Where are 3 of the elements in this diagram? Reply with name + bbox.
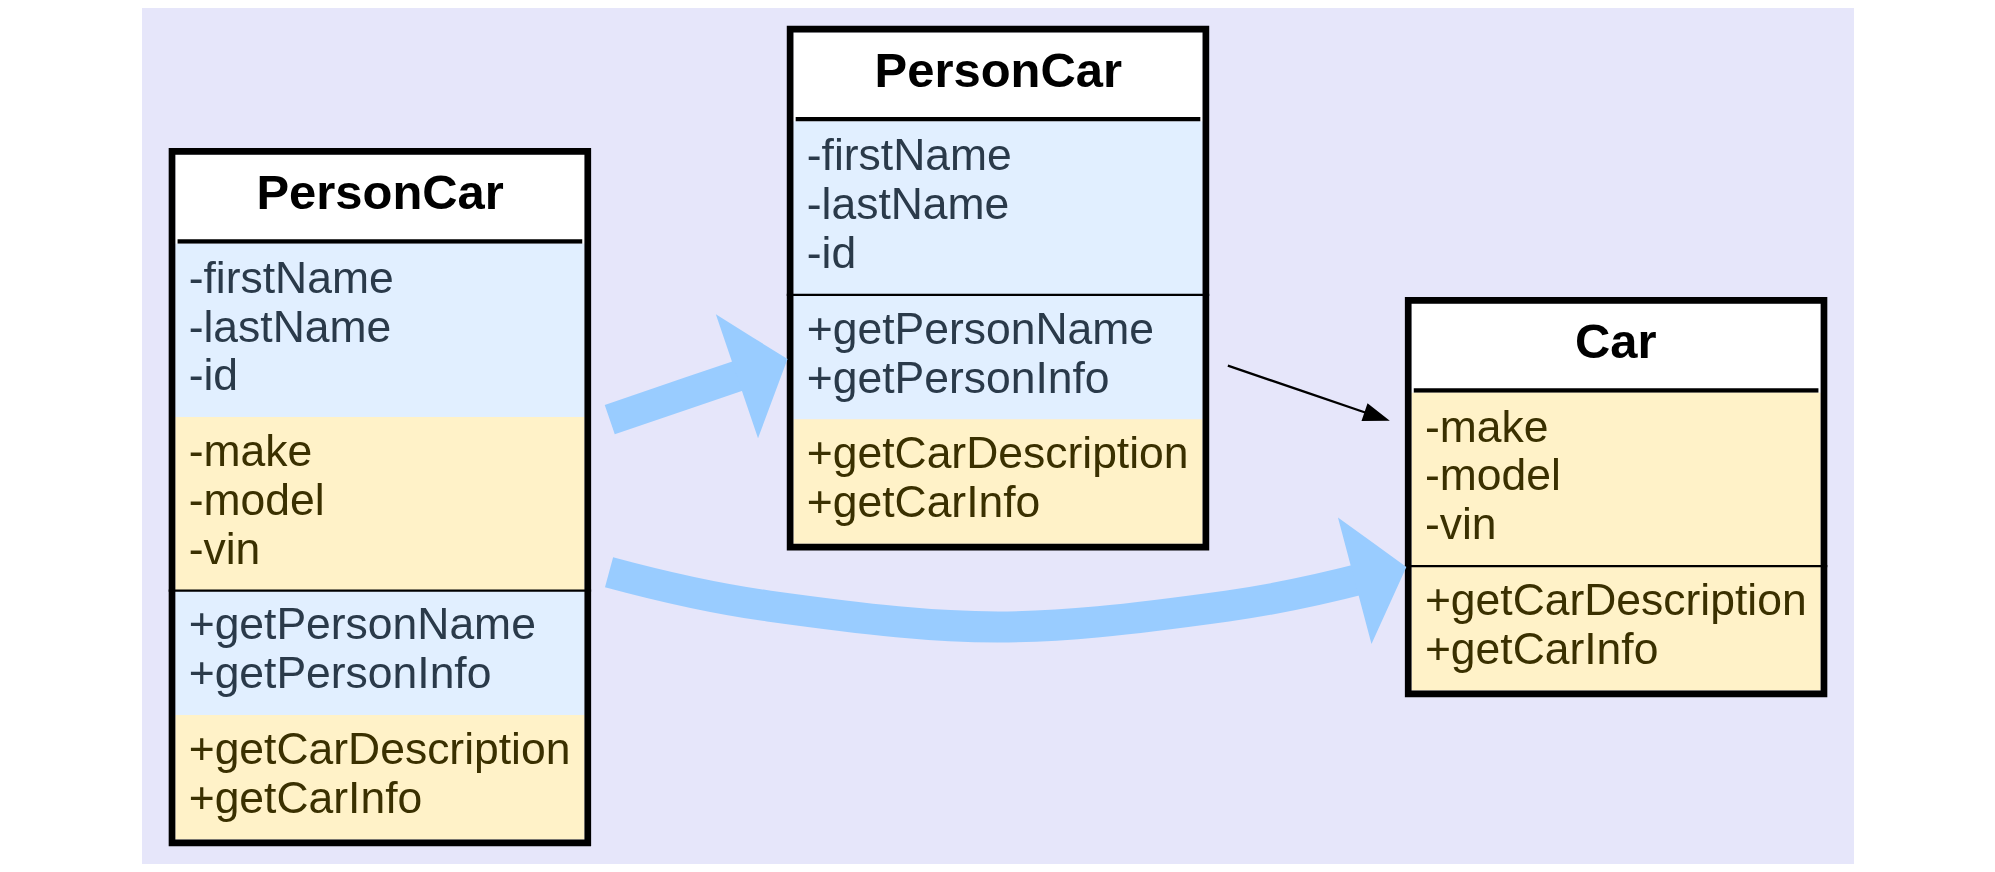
arrow [604, 314, 788, 439]
arrow [1227, 364, 1390, 422]
arrow [604, 517, 1406, 645]
